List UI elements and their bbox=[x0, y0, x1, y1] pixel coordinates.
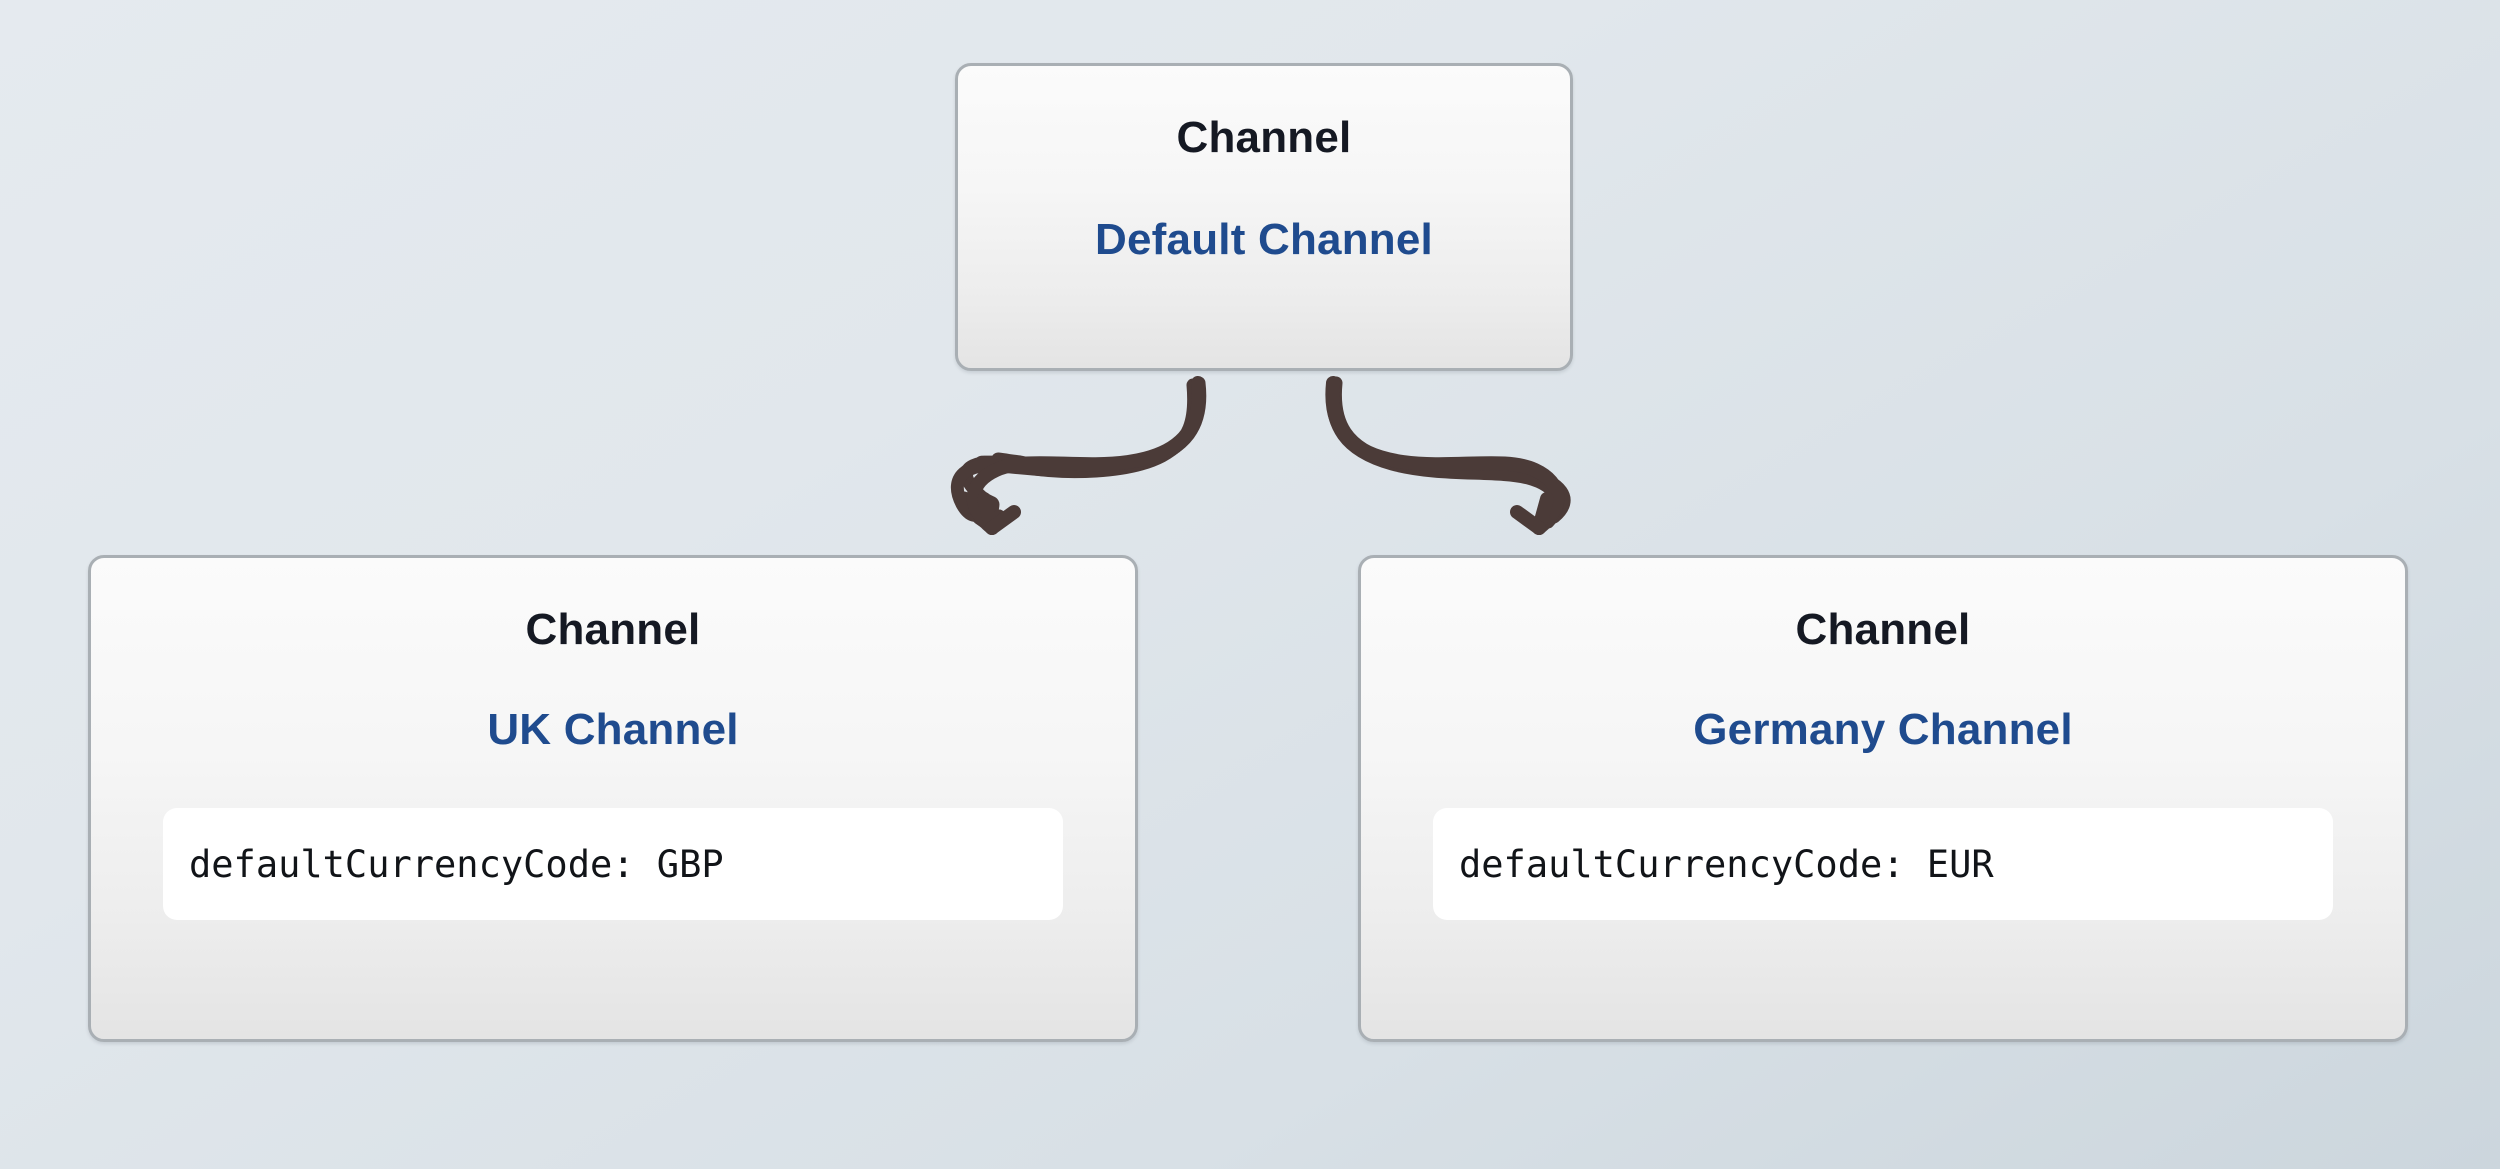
node-name-label: UK Channel bbox=[487, 705, 739, 754]
node-type-label: Channel bbox=[1176, 113, 1352, 162]
node-germany-channel[interactable]: Channel Germany Channel defaultCurrencyC… bbox=[1358, 555, 2408, 1042]
node-type-label: Channel bbox=[1795, 605, 1971, 654]
node-default-channel[interactable]: Channel Default Channel bbox=[955, 63, 1573, 371]
node-name-label: Default Channel bbox=[1095, 215, 1433, 264]
node-attribute-default-currency-code: defaultCurrencyCode: EUR bbox=[1433, 808, 2333, 920]
node-uk-channel[interactable]: Channel UK Channel defaultCurrencyCode: … bbox=[88, 555, 1138, 1042]
edge-root-to-uk bbox=[950, 376, 1207, 532]
node-name-label: Germany Channel bbox=[1693, 705, 2073, 754]
node-attribute-default-currency-code: defaultCurrencyCode: GBP bbox=[163, 808, 1063, 920]
node-type-label: Channel bbox=[525, 605, 701, 654]
edge-root-to-de bbox=[1325, 376, 1571, 529]
